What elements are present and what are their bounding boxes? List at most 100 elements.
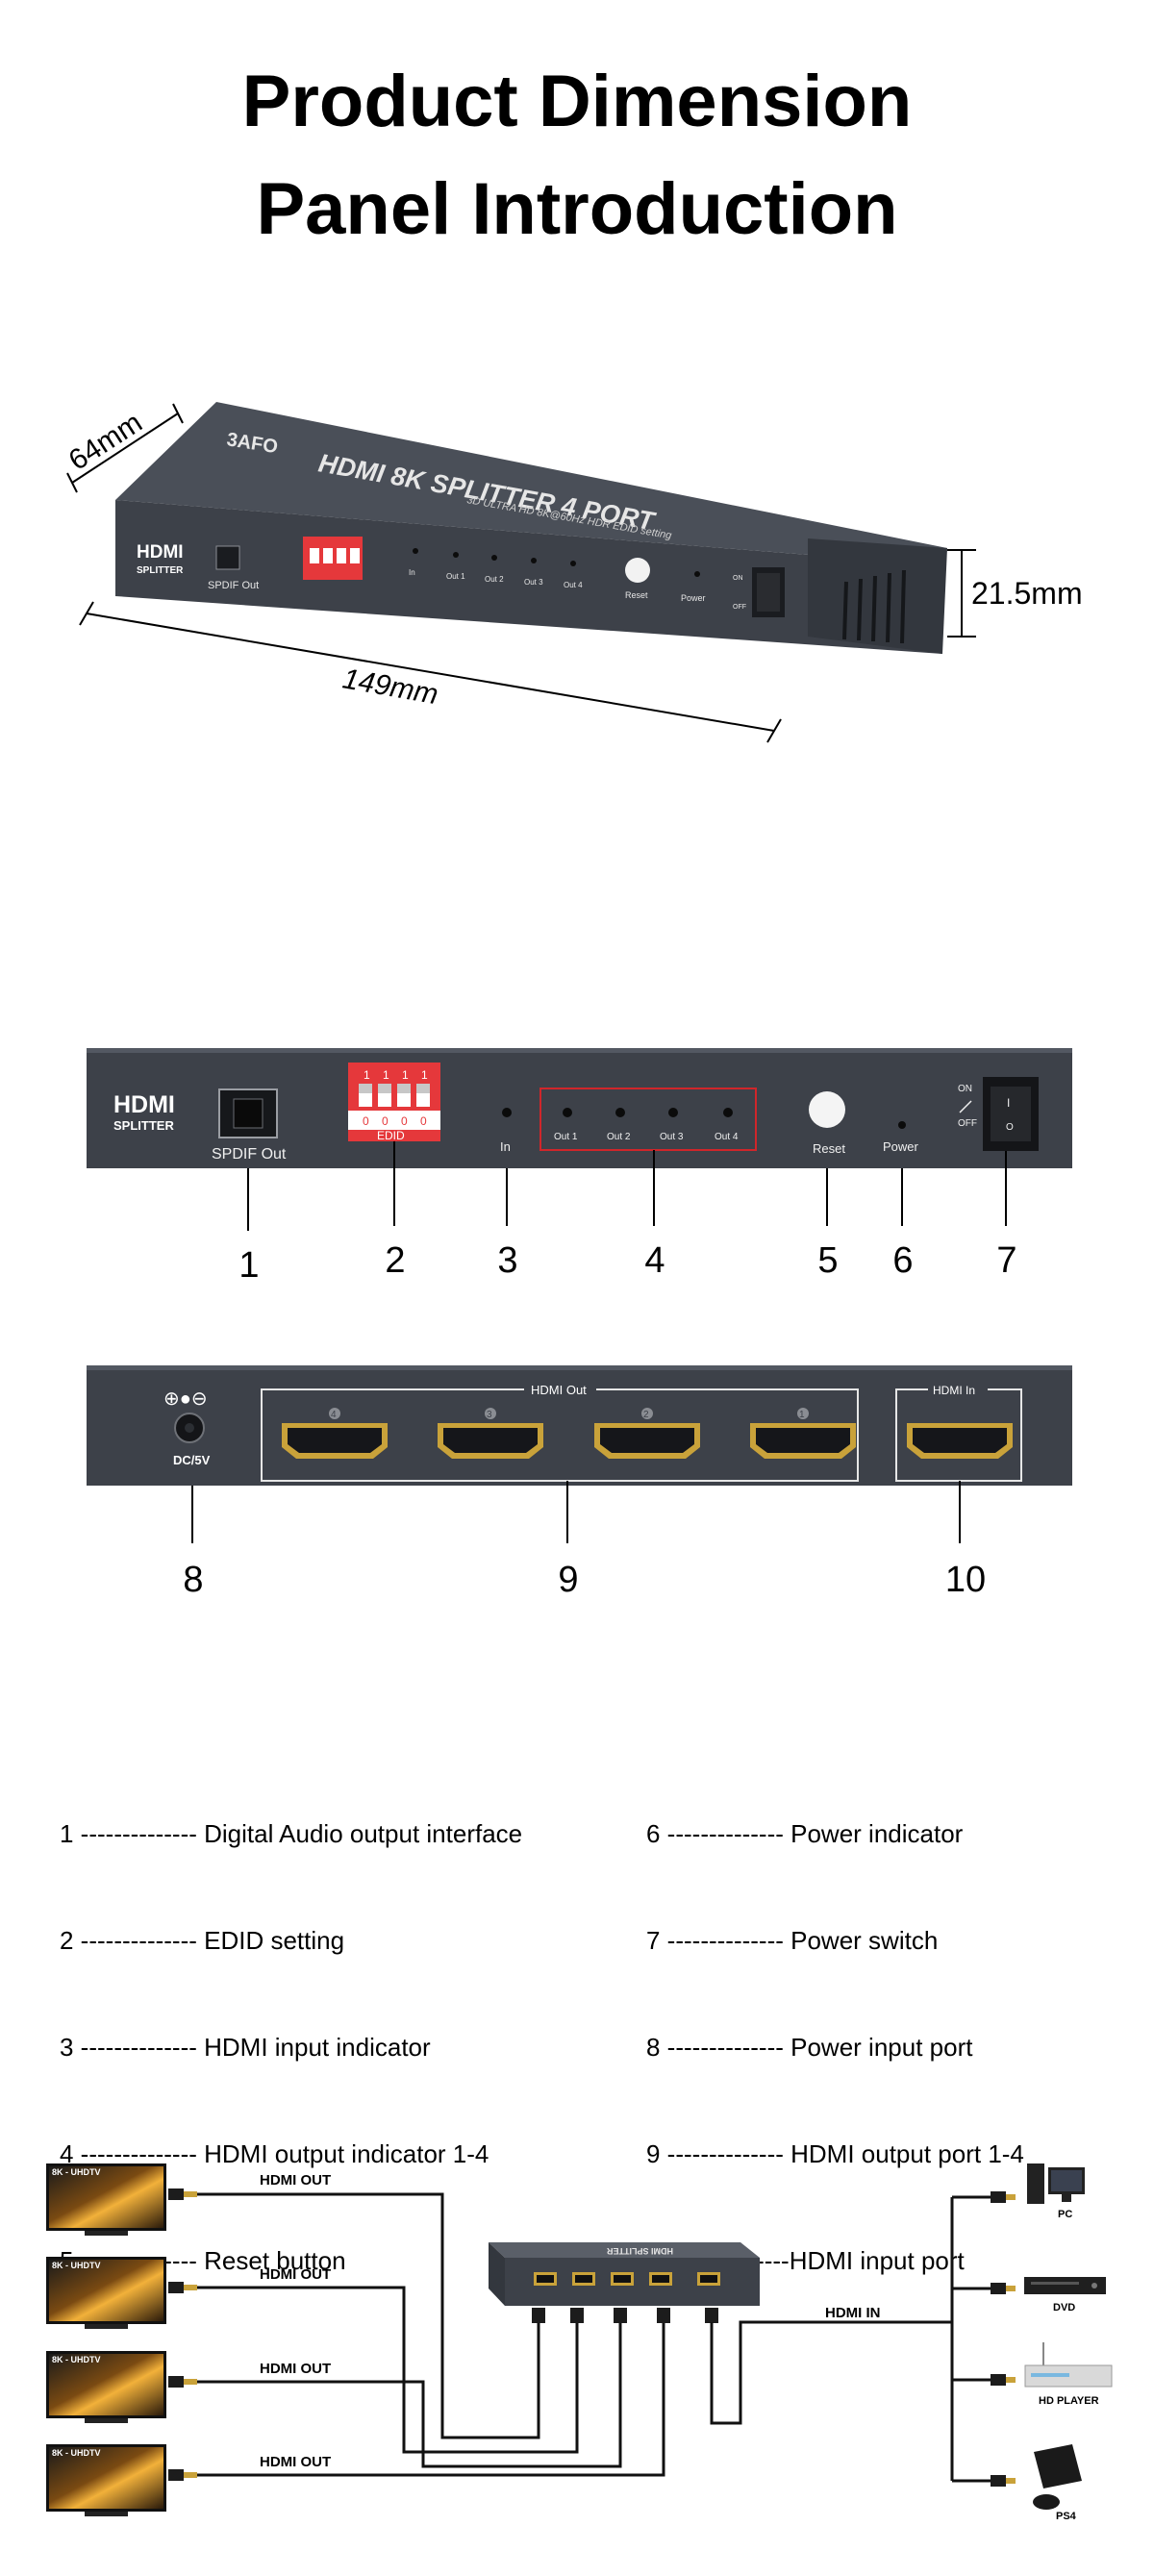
callout-3: 3 [497, 1240, 518, 1281]
front-callout-lines [247, 1141, 1007, 1231]
device-top-face [115, 402, 947, 565]
svg-text:Out 2: Out 2 [485, 575, 504, 584]
legend-item-6: 6 -------------- Power indicator [646, 1819, 964, 1848]
front-logo-splitter: SPLITTER [137, 565, 184, 576]
callout-5: 5 [817, 1240, 839, 1281]
title-panel-introduction: Panel Introduction [256, 168, 898, 250]
callout-10: 10 [944, 1560, 987, 1600]
tv-4 [46, 2444, 166, 2516]
side-vents [842, 569, 906, 644]
product-3d-view: 3AFO HDMI 8K SPLITTER 4 PORT 3D ULTRA HD… [63, 402, 1083, 743]
svg-text:0: 0 [420, 1114, 427, 1128]
svg-text:I: I [1007, 1096, 1010, 1110]
spdif-label-3d: SPDIF Out [208, 580, 259, 591]
svg-text:2: 2 [643, 1410, 649, 1420]
svg-text:3: 3 [487, 1410, 492, 1420]
svg-text:8K - UHDTV: 8K - UHDTV [52, 2448, 101, 2458]
output-cables [197, 2192, 665, 2477]
ps4-icon [1033, 2444, 1082, 2510]
svg-text:1: 1 [421, 1068, 428, 1082]
legend-item-2: 2 -------------- EDID setting [60, 1926, 345, 1955]
dc-polarity-icon: ⊕●⊖ [163, 1388, 208, 1410]
output-indicators-highlight [539, 1088, 757, 1151]
svg-text:ON: ON [733, 575, 743, 582]
source-hdmi-plugs [991, 2191, 1016, 2487]
legend-item-4: 4 -------------- HDMI output indicator 1… [60, 2139, 489, 2168]
front-logo-hdmi: HDMI [137, 542, 184, 563]
svg-text:Out 4: Out 4 [564, 581, 583, 589]
legend-left: 1 -------------- Digital Audio output in… [60, 1745, 522, 2314]
source-hd-player-label: HD PLAYER [1039, 2395, 1099, 2407]
svg-text:Out 3: Out 3 [524, 578, 543, 587]
svg-text:Power: Power [883, 1139, 919, 1154]
reset-button [809, 1091, 845, 1128]
hdmi-in-indicator [502, 1108, 512, 1117]
svg-text:OFF: OFF [733, 604, 746, 611]
depth-dimension-line [66, 403, 184, 493]
svg-text:Out 3: Out 3 [660, 1132, 684, 1142]
svg-text:Power: Power [681, 593, 706, 603]
legend-item-1: 1 -------------- Digital Audio output in… [60, 1819, 523, 1848]
out2-indicator [615, 1108, 625, 1117]
front-leds-3d [413, 548, 700, 577]
out1-indicator [563, 1108, 572, 1117]
hdmi-out-label-2: HDMI OUT [260, 2266, 331, 2283]
spdif-port [215, 545, 240, 570]
input-cable [710, 2320, 923, 2425]
pc-icon [1027, 2163, 1085, 2204]
connection-diagram: 8K - UHDTV 8K - UHDTV 8K - UHDTV 8K - UH… [46, 2163, 1113, 2522]
height-label: 21.5mm [971, 576, 1083, 611]
splitter-device-small: HDMI SPLITTER [489, 2242, 760, 2306]
back-panel: ⊕●⊖ DC/5V HDMI Out 4 3 2 1 HDMI [87, 1365, 1072, 1543]
svg-text:0: 0 [382, 1114, 389, 1128]
power-indicator [898, 1121, 906, 1129]
hdmi-out-label-4: HDMI OUT [260, 2454, 331, 2470]
source-cables [923, 2195, 991, 2483]
title-product-dimension: Product Dimension [241, 61, 913, 142]
svg-text:Out 2: Out 2 [607, 1132, 631, 1142]
source-dvd-label: DVD [1053, 2302, 1075, 2313]
front-panel-logo-hdmi: HDMI [113, 1091, 175, 1118]
callout-8: 8 [183, 1560, 204, 1600]
hdmi-in-label-diagram: HDMI IN [825, 2305, 881, 2321]
hdmi-out-label: HDMI Out [531, 1383, 587, 1397]
spdif-out-label: SPDIF Out [212, 1146, 287, 1163]
svg-text:1: 1 [799, 1410, 805, 1420]
svg-text:Out 1: Out 1 [554, 1132, 578, 1142]
legend-item-3: 3 -------------- HDMI input indicator [60, 2033, 431, 2062]
legend-item-8: 8 -------------- Power input port [646, 2033, 973, 2062]
tv-displays [46, 2163, 166, 2516]
hd-player-icon [1024, 2342, 1113, 2388]
source-pc-label: PC [1058, 2209, 1072, 2220]
tv-2 [46, 2257, 166, 2329]
svg-text:1: 1 [383, 1068, 389, 1082]
front-panel-logo-splitter: SPLITTER [113, 1118, 174, 1133]
legend-item-7: 7 -------------- Power switch [646, 1926, 939, 1955]
width-dimension-line [79, 601, 782, 743]
out3-indicator [668, 1108, 678, 1117]
legend-right: 6 -------------- Power indicator 7 -----… [646, 1745, 1024, 2314]
svg-text:In: In [500, 1139, 511, 1154]
hdmi-in-label: HDMI In [933, 1384, 975, 1397]
callout-7: 7 [996, 1240, 1017, 1281]
dvd-icon [1024, 2277, 1106, 2294]
hdmi-in-port [907, 1423, 1013, 1459]
svg-text:0: 0 [401, 1114, 408, 1128]
svg-text:0: 0 [363, 1114, 369, 1128]
svg-text:1: 1 [364, 1068, 370, 1082]
svg-text:ON: ON [958, 1084, 972, 1094]
front-panel: HDMI SPLITTER SPDIF Out 1 1 1 1 0 0 0 0 … [87, 1048, 1072, 1231]
svg-text:Reset: Reset [813, 1141, 845, 1156]
callout-6: 6 [892, 1240, 914, 1281]
svg-text:Out 1: Out 1 [446, 572, 465, 581]
svg-text:1: 1 [402, 1068, 409, 1082]
svg-text:HDMI SPLITTER: HDMI SPLITTER [607, 2246, 673, 2256]
callout-4: 4 [644, 1240, 665, 1281]
tv-3 [46, 2351, 166, 2423]
svg-text:8K - UHDTV: 8K - UHDTV [52, 2355, 101, 2364]
width-label: 149mm [340, 663, 440, 711]
svg-text:O: O [1006, 1122, 1014, 1133]
svg-text:8K - UHDTV: 8K - UHDTV [52, 2261, 101, 2270]
svg-text:4: 4 [331, 1410, 337, 1420]
hdmi-out-label-3: HDMI OUT [260, 2361, 331, 2377]
